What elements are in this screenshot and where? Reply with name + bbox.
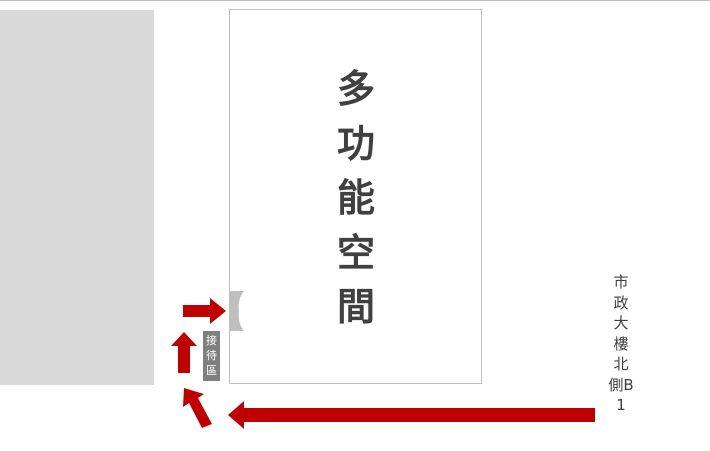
arrow-left-icon [228,401,595,429]
arrow-diagonal-icon [183,388,212,428]
arrow-right-icon [183,298,226,324]
top-divider-line [0,0,710,1]
multipurpose-room [229,9,482,384]
building-location-label: 市政大樓北側B1 [608,273,634,414]
adjacent-building-block [0,10,154,385]
reception-area-label: 接待區 [203,331,220,381]
door-icon [230,291,244,331]
room-name-label: 多功能空間 [336,67,375,329]
arrow-up-icon [171,332,197,373]
